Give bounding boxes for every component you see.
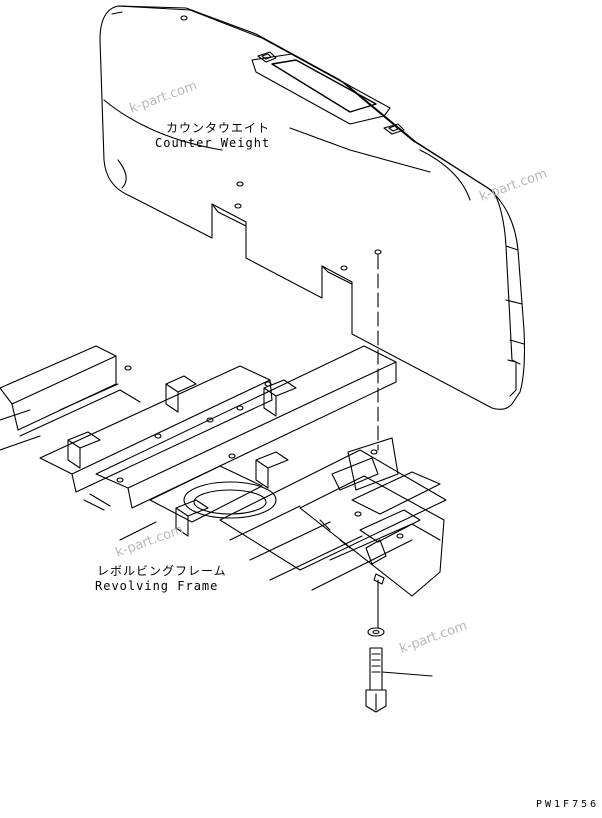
revolving-frame [0,345,447,597]
leader-line [381,671,433,677]
counter-weight-label-en: Counter Weight [155,136,271,150]
drawing-code: PW1F756 [536,799,600,810]
counter-weight-label-jp: カウンタウエイト [166,121,271,135]
bolt [365,647,387,713]
washer [367,627,385,637]
counter-weight [99,5,526,410]
revolving-frame-label-jp: レボルビングフレーム [97,564,227,578]
revolving-frame-label-en: Revolving Frame [95,579,219,593]
counter-weight-side-bevel [493,191,525,397]
counter-weight-outline [99,5,526,410]
